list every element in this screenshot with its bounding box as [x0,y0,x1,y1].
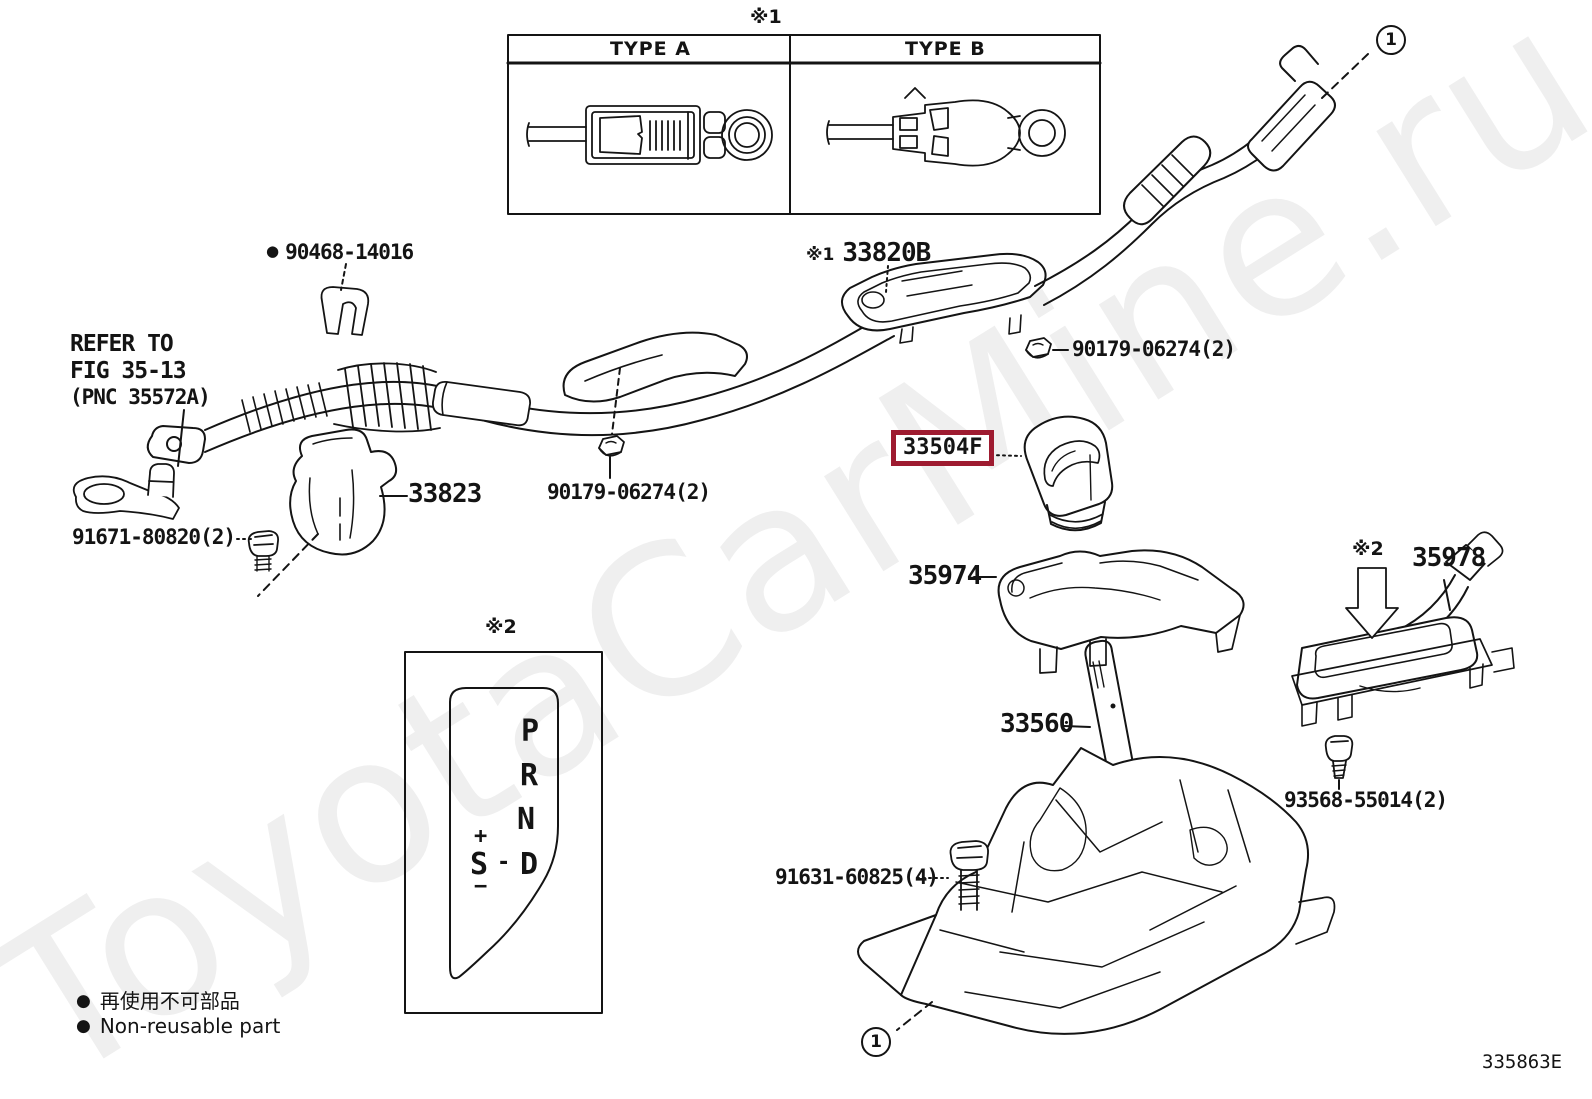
table-ref-mark: ※1 [750,6,782,28]
part-label-33823: 33823 [408,479,482,509]
part-label-33820b: ※1 33820B [806,238,931,268]
non-reusable-dot-icon: ● [266,242,280,261]
nut-upper-drawing [1025,337,1052,359]
ecu-35978-drawing [1291,531,1515,727]
part-label-90468: ● 90468-14016 [266,240,414,264]
figure-code: 335863E [1482,1051,1563,1073]
type-table-frame [506,34,1102,215]
part-label-35974: 35974 [908,561,982,591]
callout-marker-1-bottom: 1 [861,1027,891,1057]
shift-symbol-plus: + [474,824,488,849]
clip-drawing [320,286,370,336]
shift-knob-drawing [1023,415,1114,532]
nut-lower-drawing [598,435,625,457]
non-reusable-dot-icon: ● [76,1015,91,1036]
part-label-90179-lower: 90179-06274(2) [547,480,711,504]
shift-symbol-minus: − [474,874,488,899]
shift-letter-s: S [470,847,489,882]
bracket-33820b-drawing [841,252,1047,344]
ref2-mark-arrow: ※2 [1352,538,1384,560]
type-a-header: TYPE A [610,38,691,60]
ref2-arrow-icon [1345,567,1399,639]
type-b-header: TYPE B [905,38,986,60]
legend-row-jp: ● 再使用不可部品 [76,989,240,1013]
upper-housing-35974-drawing [997,549,1245,674]
shift-letter-n: N [517,802,536,837]
pattern-ref-mark: ※2 [485,616,517,638]
refer-lever-arm-drawing [72,463,180,520]
bolt-91671-drawing [247,530,279,572]
part-label-33560: 33560 [1000,709,1074,739]
non-reusable-dot-icon: ● [76,990,91,1011]
part-label-91631: 91631-60825(4) [775,865,939,889]
cable-upper-right-drawing [1034,44,1336,306]
bolt-93568-drawing [1324,735,1354,779]
bolt-91631-drawing [949,840,989,911]
shift-letter-d: D [520,847,539,882]
legend-row-en: ● Non-reusable part [76,1014,281,1038]
part-label-91671: 91671-80820(2) [72,525,236,549]
part-label-93568: 93568-55014(2) [1284,788,1448,812]
part-label-90179-upper: 90179-06274(2) [1072,337,1236,361]
part-label-35978: 35978 [1412,543,1486,573]
clamp-33823-drawing [289,428,398,556]
shift-assembly-drawing [857,747,1336,1035]
type-b-cable-drawing [826,87,1066,167]
shift-pattern-panel [404,651,603,1014]
callout-marker-1-top: 1 [1376,25,1406,55]
type-a-cable-drawing [526,105,773,165]
shift-cable-drawing [146,313,895,464]
ref1-mark: ※1 [806,245,835,266]
part-label-33504f-highlighted[interactable]: 33504F [891,430,995,467]
refer-note: REFER TO FIG 35-13 (PNC 35572A) [70,331,211,410]
shift-letter-r: R [520,758,539,793]
shift-letter-p: P [521,714,540,749]
shift-symbol-dash: - [497,850,511,875]
